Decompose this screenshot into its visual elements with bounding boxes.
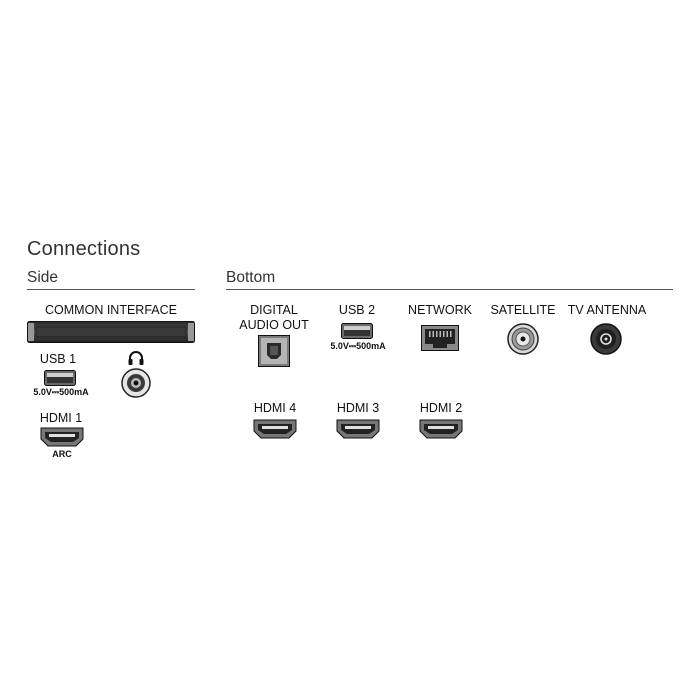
hdmi-port-icon xyxy=(419,419,463,439)
usb2-label: USB 2 xyxy=(338,303,376,317)
hdmi-port-icon xyxy=(40,427,84,447)
page-title: Connections xyxy=(27,238,141,260)
hdmi3-label: HDMI 3 xyxy=(336,401,380,415)
digital-audio-label-line2: AUDIO OUT xyxy=(239,318,309,332)
usb-port-icon xyxy=(341,323,373,339)
optical-audio-port-icon xyxy=(258,335,290,367)
usb1-label: USB 1 xyxy=(39,352,77,366)
usb1-rating: 5.0V⎓500mA xyxy=(33,387,89,397)
usb2-rating: 5.0V⎓500mA xyxy=(330,341,386,351)
digital-audio-label-line1: DIGITAL xyxy=(250,303,298,317)
hdmi-port-icon xyxy=(253,419,297,439)
bottom-divider xyxy=(226,289,673,290)
headphone-icon xyxy=(127,350,145,366)
satellite-label: SATELLITE xyxy=(490,303,556,317)
ethernet-port-icon xyxy=(421,325,459,351)
common-interface-slot-icon xyxy=(27,321,195,343)
hdmi2-label: HDMI 2 xyxy=(419,401,463,415)
tv-antenna-label: TV ANTENNA xyxy=(567,303,647,317)
hdmi-port-icon xyxy=(336,419,380,439)
common-interface-label: COMMON INTERFACE xyxy=(45,303,177,317)
antenna-connector-icon xyxy=(590,323,622,355)
usb-port-icon xyxy=(44,370,76,386)
headphone-jack-icon xyxy=(121,368,151,398)
hdmi1-arc-label: ARC xyxy=(52,449,72,459)
bottom-heading: Bottom xyxy=(226,269,276,286)
side-divider xyxy=(27,289,195,290)
hdmi4-label: HDMI 4 xyxy=(253,401,297,415)
hdmi1-label: HDMI 1 xyxy=(39,411,83,425)
network-label: NETWORK xyxy=(408,303,472,317)
satellite-connector-icon xyxy=(507,323,539,355)
side-heading: Side xyxy=(27,269,59,286)
